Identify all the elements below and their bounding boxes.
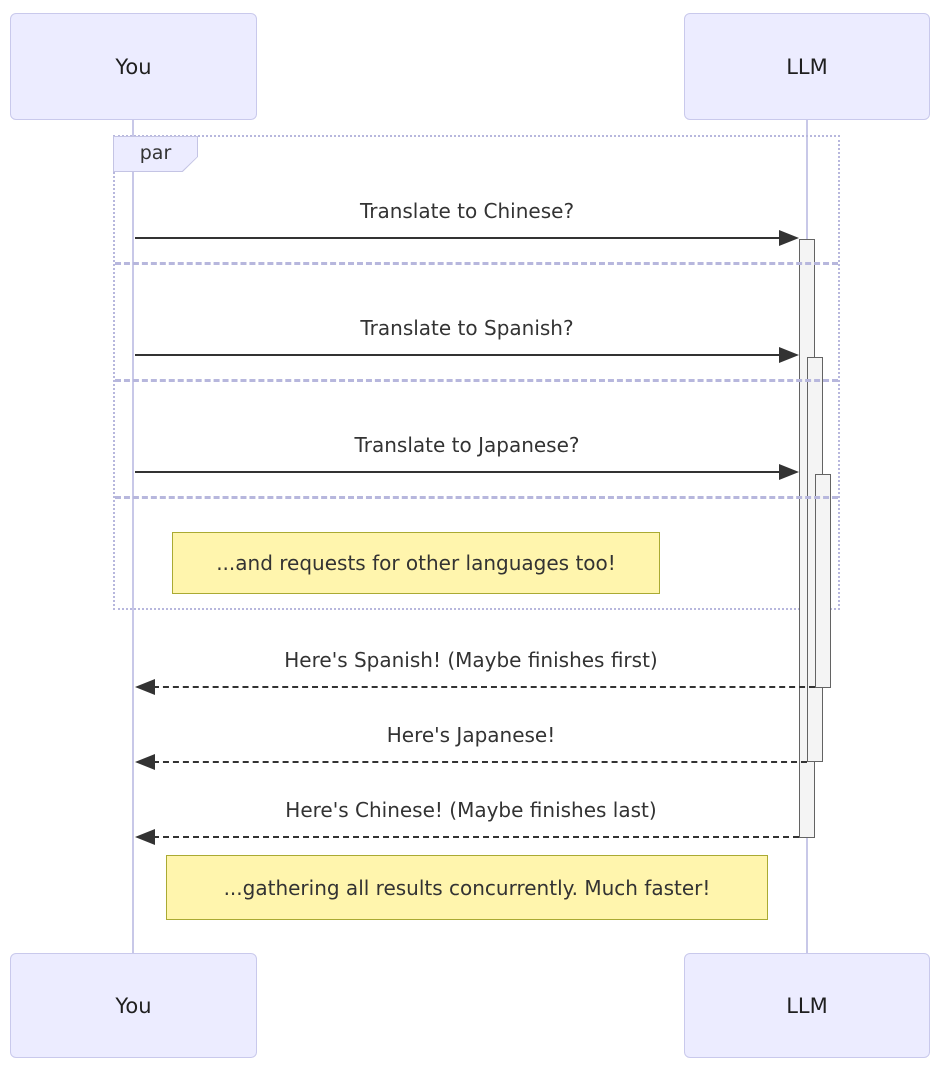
message-line (135, 471, 783, 473)
arrowhead-right-icon (779, 347, 799, 363)
message-label: Here's Japanese! (386, 723, 556, 747)
message-line (153, 836, 799, 838)
actor-you-top: You (10, 13, 257, 120)
message-label: Translate to Spanish? (360, 316, 574, 340)
message-line (153, 686, 815, 688)
actor-label: You (115, 993, 152, 1018)
note-text: ...and requests for other languages too! (216, 551, 616, 575)
par-label-text: par (114, 137, 197, 171)
message-label: Here's Spanish! (Maybe finishes first) (284, 648, 658, 672)
arrowhead-left-icon (135, 679, 155, 695)
actor-label: LLM (786, 993, 828, 1018)
actor-llm-bottom: LLM (684, 953, 930, 1058)
arrowhead-right-icon (779, 230, 799, 246)
actor-label: You (115, 54, 152, 79)
message-line (153, 761, 807, 763)
arrowhead-right-icon (779, 464, 799, 480)
message-label: Here's Chinese! (Maybe finishes last) (285, 798, 657, 822)
note-concurrent-results: ...gathering all results concurrently. M… (166, 855, 768, 920)
par-divider (115, 379, 838, 382)
par-divider (115, 496, 838, 499)
lifeline-you (132, 120, 134, 953)
par-divider (115, 262, 838, 265)
message-label: Translate to Japanese? (354, 433, 580, 457)
message-label: Translate to Chinese? (359, 199, 575, 223)
actor-you-bottom: You (10, 953, 257, 1058)
message-line (135, 354, 783, 356)
arrowhead-left-icon (135, 829, 155, 845)
note-text: ...gathering all results concurrently. M… (223, 875, 711, 900)
actor-llm-top: LLM (684, 13, 930, 120)
par-block-frame (113, 135, 840, 610)
arrowhead-left-icon (135, 754, 155, 770)
par-label: par (113, 136, 198, 172)
activation-bar-japanese (815, 474, 831, 688)
actor-label: LLM (786, 54, 828, 79)
note-other-languages: ...and requests for other languages too! (172, 532, 660, 594)
message-line (135, 237, 783, 239)
